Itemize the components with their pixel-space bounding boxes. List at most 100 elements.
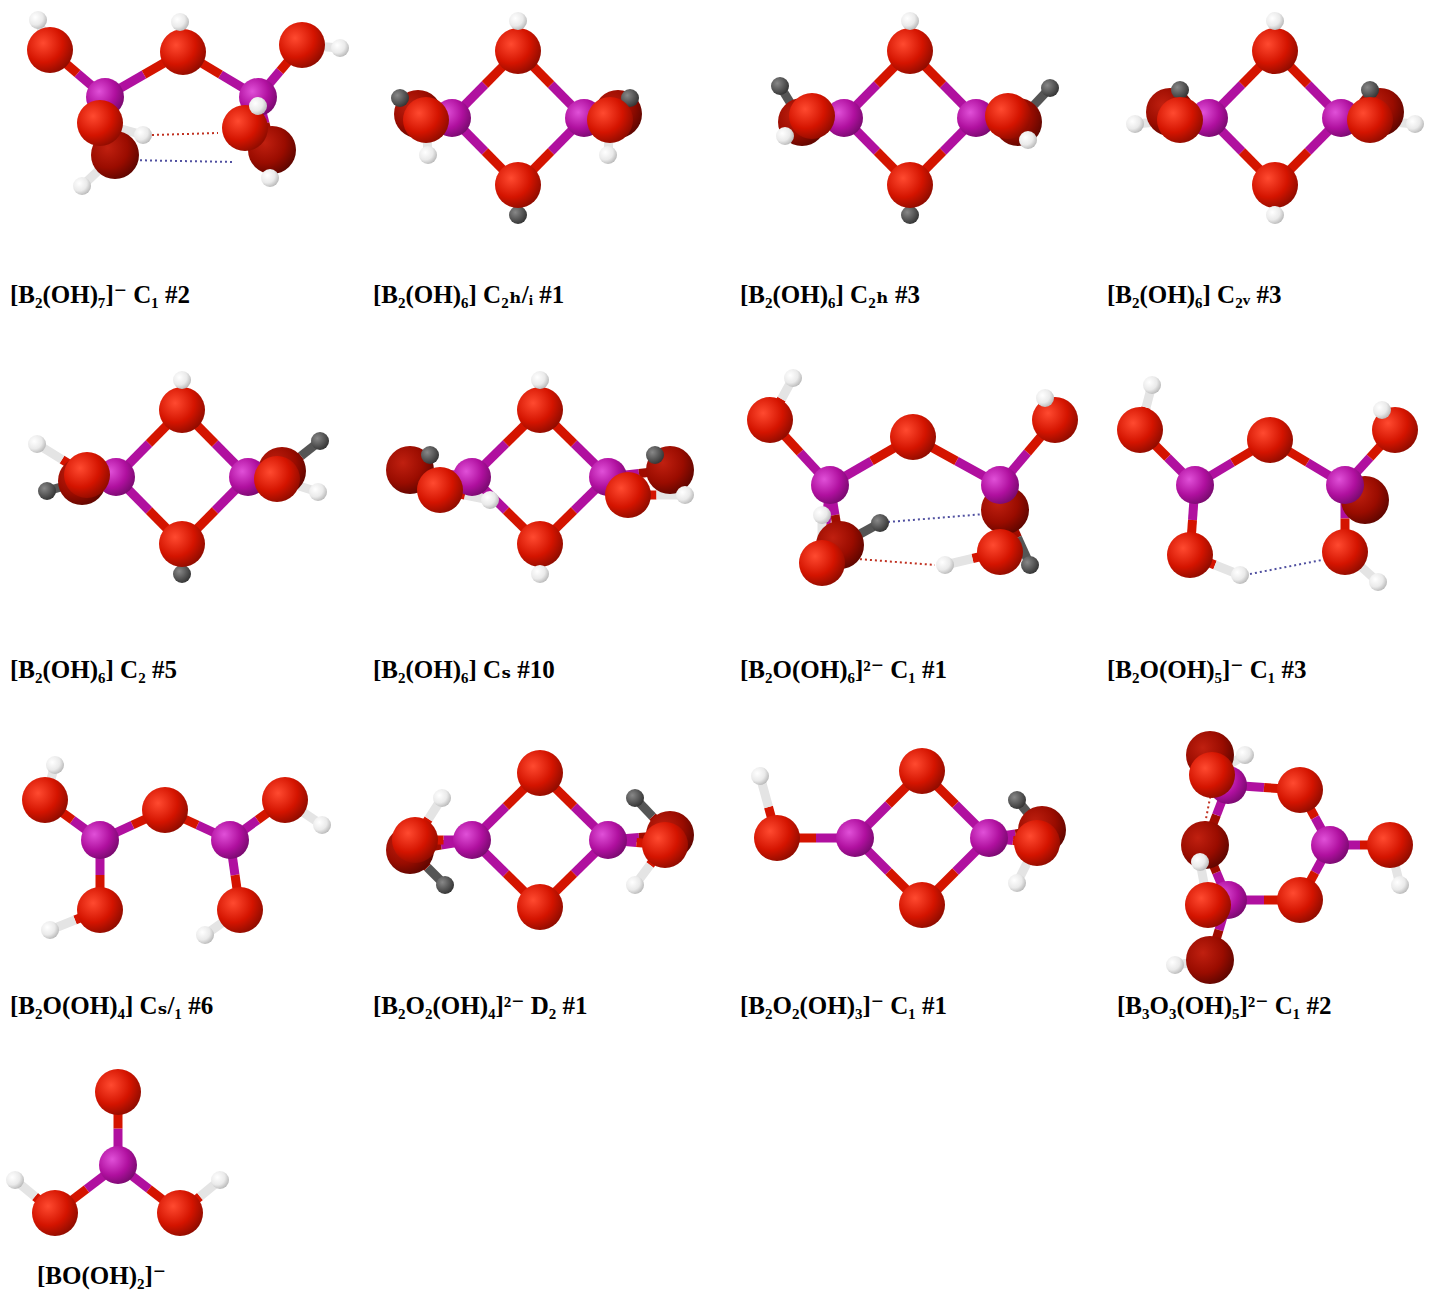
oxygen-atom — [157, 1190, 203, 1236]
hydrogen-atom — [41, 921, 59, 939]
hydrogen-atom — [771, 77, 789, 95]
hydrogen-atom — [391, 89, 409, 107]
boron-atom — [981, 466, 1019, 504]
hydrogen-atom — [28, 435, 46, 453]
oxygen-atom — [887, 162, 933, 208]
hydrogen-atom — [1231, 566, 1249, 584]
oxygen-atom — [899, 882, 945, 928]
molecule-model — [1166, 731, 1413, 984]
boron-atom — [1311, 826, 1349, 864]
hydrogen-atom — [1373, 401, 1391, 419]
boron-atom — [1176, 466, 1214, 504]
hydrogen-atom — [936, 556, 954, 574]
oxygen-atom — [495, 162, 541, 208]
hydrogen-atom — [421, 446, 439, 464]
oxygen-atom — [890, 414, 936, 460]
oxygen-atom — [495, 28, 541, 74]
hydrogen-atom — [309, 483, 327, 501]
molecule-model — [747, 369, 1078, 586]
hydrogen-atom — [38, 482, 56, 500]
hydrogen-atom — [311, 432, 329, 450]
structure-caption: [B₂(OH)₆] C₂ₕ/ᵢ #1 — [373, 281, 564, 309]
molecule-model — [1117, 376, 1418, 591]
hydrogen-atom — [73, 177, 91, 195]
hydrogen-atom — [1391, 876, 1409, 894]
oxygen-atom — [1277, 877, 1323, 923]
oxygen-atom — [217, 887, 263, 933]
hydrogen-atom — [1406, 115, 1424, 133]
oxygen-atom — [642, 822, 688, 868]
structure-caption: [BO(OH)₂]⁻ — [37, 1262, 166, 1290]
oxygen-atom — [1252, 28, 1298, 74]
structure-caption: [B₃O₃(OH)₅]²⁻ C₁ #2 — [1117, 992, 1332, 1020]
hydrogen-atom — [261, 169, 279, 187]
hydrogen-atom — [481, 491, 499, 509]
molecule-model — [22, 756, 331, 944]
oxygen-atom — [1167, 532, 1213, 578]
structure-caption: [B₂(OH)₆] C₂ᵥ #3 — [1107, 281, 1281, 309]
oxygen-atom — [887, 28, 933, 74]
hydrogen-atom — [196, 926, 214, 944]
oxygen-atom — [1277, 767, 1323, 813]
oxygen-atom — [517, 521, 563, 567]
oxygen-atom — [799, 540, 845, 586]
hydrogen-bond — [1250, 560, 1322, 574]
structure-caption: [B₂O(OH)₄] Cₛ/₁ #6 — [10, 992, 213, 1020]
hydrogen-atom — [1166, 956, 1184, 974]
molecule-model — [386, 371, 694, 583]
hydrogen-atom — [1266, 206, 1284, 224]
hydrogen-atom — [1019, 131, 1037, 149]
structure-caption: [B₂(OH)₇]⁻ C₁ #2 — [10, 281, 190, 309]
hydrogen-atom — [433, 789, 451, 807]
hydrogen-atom — [901, 206, 919, 224]
hydrogen-atom — [676, 486, 694, 504]
oxygen-atom — [977, 529, 1023, 575]
hydrogen-atom — [531, 565, 549, 583]
oxygen-atom — [77, 887, 123, 933]
hydrogen-atom — [1008, 874, 1026, 892]
hydrogen-atom — [626, 876, 644, 894]
oxygen-atom — [77, 100, 123, 146]
hydrogen-atom — [599, 146, 617, 164]
oxygen-atom — [1347, 97, 1393, 143]
molecule-model — [6, 1069, 229, 1236]
hydrogen-bond — [888, 514, 985, 522]
hydrogen-atom — [249, 97, 267, 115]
hydrogen-atom — [211, 1171, 229, 1189]
boron-atom — [811, 466, 849, 504]
hydrogen-atom — [784, 369, 802, 387]
structure-caption: [B₂(OH)₆] Cₛ #10 — [373, 656, 555, 684]
oxygen-atom — [789, 93, 835, 139]
oxygen-atom — [1252, 162, 1298, 208]
oxygen-atom — [142, 787, 188, 833]
oxygen-atom — [160, 29, 206, 75]
hydrogen-atom — [509, 206, 527, 224]
oxygen-atom — [517, 884, 563, 930]
hydrogen-atom — [1041, 79, 1059, 97]
oxygen-atom — [279, 22, 325, 68]
oxygen-atom — [32, 1190, 78, 1236]
hydrogen-atom — [171, 13, 189, 31]
hydrogen-atom — [531, 371, 549, 389]
oxygen-atom — [747, 397, 793, 443]
hydrogen-atom — [313, 816, 331, 834]
oxygen-atom — [95, 1069, 141, 1115]
hydrogen-bond — [152, 133, 218, 135]
boron-atom — [970, 819, 1008, 857]
hydrogen-atom — [776, 127, 794, 145]
molecule-model — [386, 750, 694, 930]
boron-atom — [99, 1146, 137, 1184]
molecule-model — [771, 12, 1059, 224]
oxygen-atom — [27, 27, 73, 73]
hydrogen-atom — [29, 11, 47, 29]
oxygen-atom — [1014, 820, 1060, 866]
hydrogen-atom — [1369, 573, 1387, 591]
hydrogen-atom — [1236, 746, 1254, 764]
oxygen-atom — [159, 521, 205, 567]
hydrogen-atom — [626, 789, 644, 807]
structure-caption: [B₂O(OH)₆]²⁻ C₁ #1 — [740, 656, 947, 684]
molecule-model — [28, 371, 329, 583]
structure-caption: [B₂O₂(OH)₄]²⁻ D₂ #1 — [373, 992, 588, 1020]
oxygen-atom — [899, 748, 945, 794]
